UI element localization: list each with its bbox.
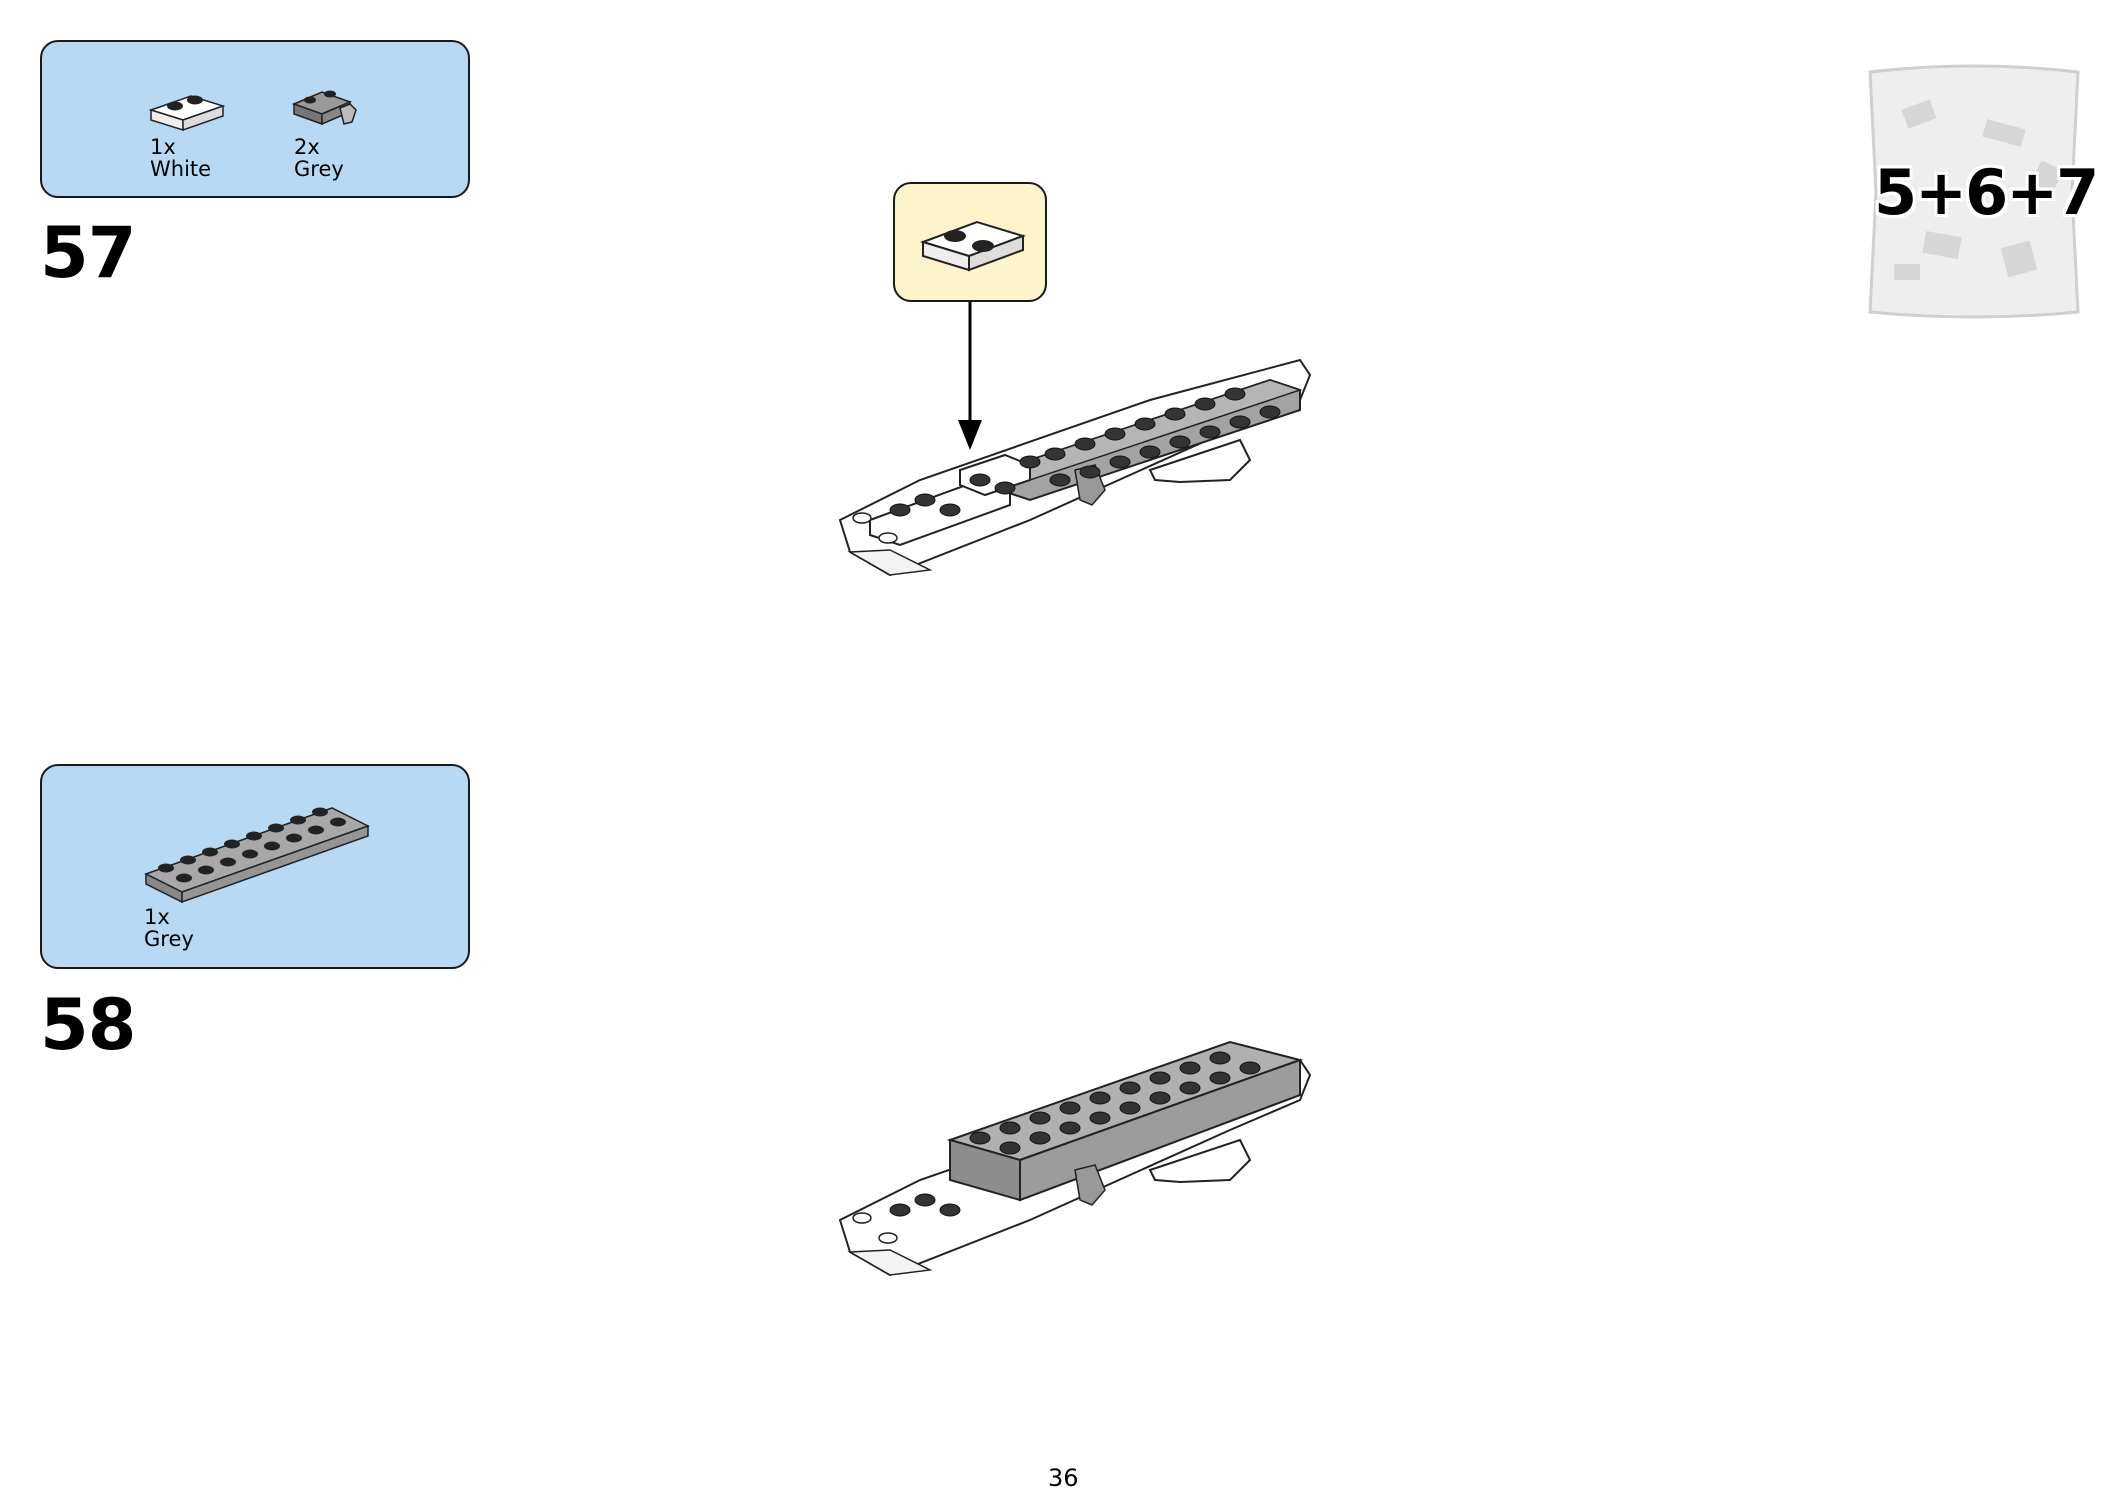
part-qty: 1x	[144, 905, 170, 929]
white-plate-1x2-icon	[148, 95, 226, 132]
grey-clip-plate-icon	[291, 90, 357, 126]
parts-bag: 5+6+7	[1864, 64, 2099, 320]
part-qty: 1x	[150, 135, 176, 159]
step-number: 57	[40, 212, 136, 294]
part-qty: 2x	[294, 135, 320, 159]
grey-plate-2x8-icon	[144, 807, 370, 904]
bag-icon	[1868, 64, 2080, 319]
placement-arrow	[958, 302, 982, 450]
step-number: 58	[40, 984, 136, 1066]
white-plate-1x2-icon	[919, 220, 1027, 272]
part-color: Grey	[144, 927, 194, 951]
page-number: 36	[1048, 1464, 1079, 1492]
model-step-57	[838, 358, 1312, 577]
bag-number-label: 5+6+7	[1874, 156, 2099, 229]
parts-list-step-57: 1x White 2x Grey	[40, 40, 470, 198]
part-color: Grey	[294, 157, 344, 181]
part-color: White	[150, 157, 212, 181]
model-step-58	[838, 1040, 1312, 1277]
subpart-callout	[893, 182, 1047, 302]
parts-list-step-58: 1x Grey	[40, 764, 470, 969]
